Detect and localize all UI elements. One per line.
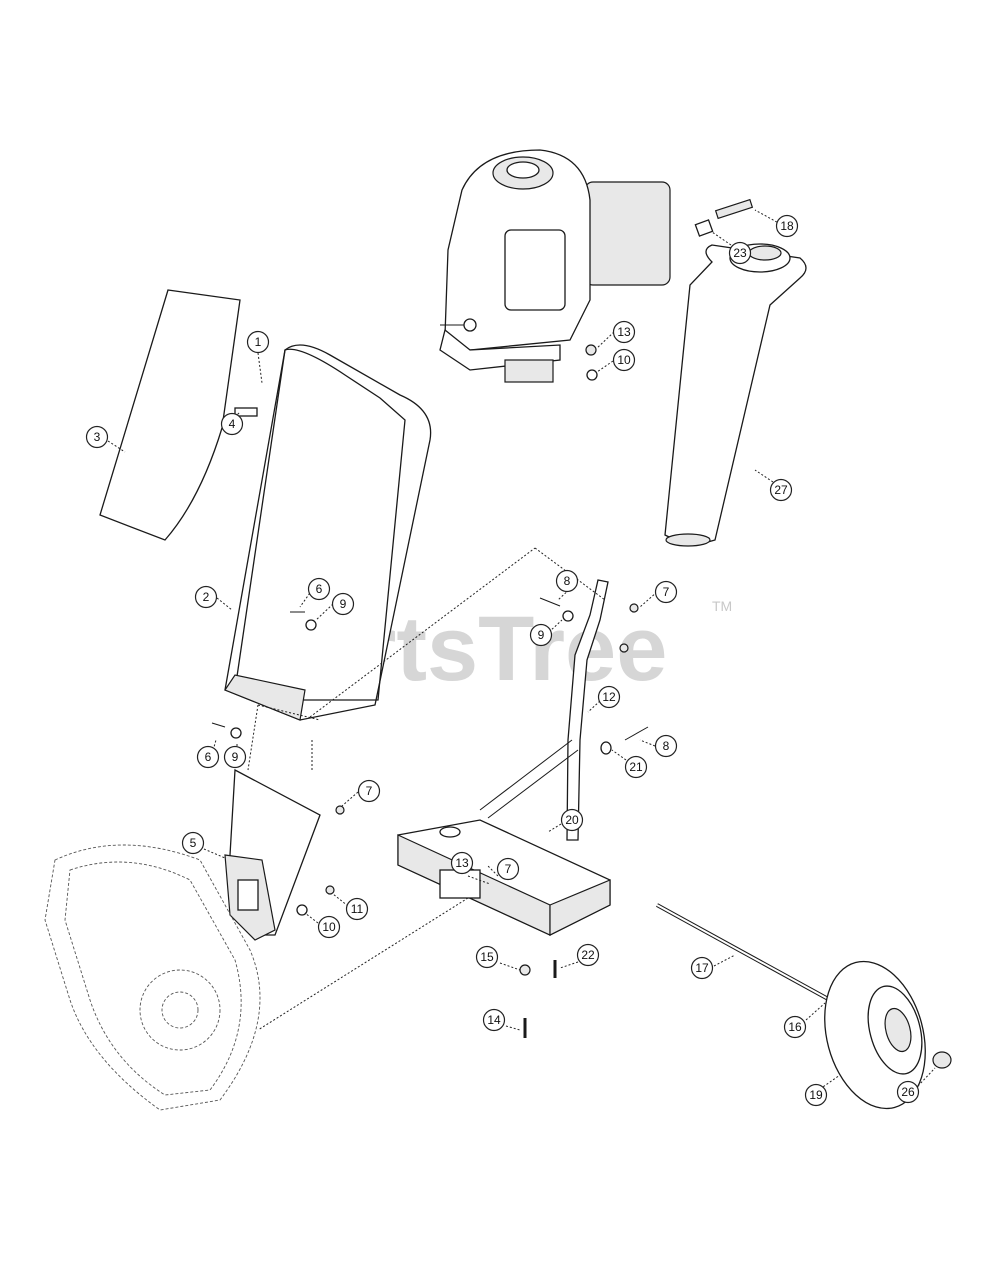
- svg-text:7: 7: [505, 862, 512, 876]
- svg-text:6: 6: [205, 750, 212, 764]
- svg-text:16: 16: [788, 1020, 802, 1034]
- callout-14: 14: [482, 1008, 506, 1032]
- lower-chute-5: [224, 768, 321, 941]
- svg-text:18: 18: [780, 219, 794, 233]
- callout-6a: 6: [307, 577, 331, 601]
- callout-20: 26: [896, 1080, 920, 1104]
- shredder-housing-outline: [44, 844, 261, 1111]
- svg-text:6: 6: [316, 582, 323, 596]
- callout-13a: 13: [612, 320, 636, 344]
- svg-text:13: 13: [455, 856, 469, 870]
- callout-16: 16: [783, 1015, 807, 1039]
- callout-9a: 9: [331, 592, 355, 616]
- svg-text:8: 8: [663, 739, 670, 753]
- svg-text:3: 3: [94, 430, 101, 444]
- svg-text:9: 9: [340, 597, 347, 611]
- axle-17: [656, 903, 831, 1002]
- callout-21: 20: [560, 808, 584, 832]
- svg-text:27: 27: [774, 483, 788, 497]
- callout-8a: 8: [555, 569, 579, 593]
- callout-9b: 9: [223, 745, 247, 769]
- svg-text:19: 19: [809, 1088, 823, 1102]
- callout-6b: 6: [196, 745, 220, 769]
- discharge-chute-27: [664, 243, 807, 547]
- svg-text:10: 10: [322, 920, 336, 934]
- callout-15: 15: [475, 945, 499, 969]
- callout-27: 27: [769, 478, 793, 502]
- callout-3: 3: [85, 425, 109, 449]
- svg-text:4: 4: [229, 417, 236, 431]
- callout-2: 2: [194, 585, 218, 609]
- hopper-2: [224, 344, 432, 721]
- callout-7b: 7: [654, 580, 678, 604]
- callout-19: 19: [804, 1083, 828, 1107]
- callout-26: 23: [728, 241, 752, 265]
- handle-12: [479, 579, 609, 841]
- hopper-cover-3: [99, 289, 241, 541]
- svg-text:9: 9: [538, 628, 545, 642]
- svg-text:8: 8: [564, 574, 571, 588]
- svg-text:11: 11: [351, 902, 364, 916]
- hardware: [211, 198, 754, 1038]
- engine: [439, 149, 671, 383]
- callout-11: 11: [345, 897, 369, 921]
- callout-10a: 10: [317, 915, 341, 939]
- svg-text:13: 13: [617, 325, 631, 339]
- callout-7a: 7: [357, 779, 381, 803]
- svg-text:15: 15: [480, 950, 494, 964]
- svg-text:9: 9: [232, 750, 239, 764]
- svg-text:5: 5: [190, 836, 197, 850]
- callout-12: 12: [597, 685, 621, 709]
- callout-5: 5: [181, 831, 205, 855]
- callout-22: 21: [624, 755, 648, 779]
- callout-7c: 7: [496, 857, 520, 881]
- callout-4: 4: [220, 412, 244, 436]
- callout-8b: 8: [654, 734, 678, 758]
- svg-text:26: 26: [901, 1085, 915, 1099]
- svg-text:22: 22: [581, 948, 595, 962]
- svg-text:2: 2: [203, 590, 210, 604]
- svg-text:1: 1: [255, 335, 262, 349]
- callout-18: 18: [775, 214, 799, 238]
- hub-cap-20: [932, 1051, 952, 1069]
- svg-text:20: 20: [565, 813, 579, 827]
- leader-lines: [107, 209, 936, 1090]
- svg-text:17: 17: [695, 961, 709, 975]
- watermark-tm: TM: [712, 598, 732, 614]
- callout-9c: 9: [529, 623, 553, 647]
- svg-text:14: 14: [487, 1013, 501, 1027]
- wheel-19: [824, 960, 926, 1110]
- hinge-4: [234, 407, 258, 417]
- callout-13b: 13: [450, 851, 474, 875]
- svg-text:23: 23: [733, 246, 747, 260]
- callout-23: 22: [576, 943, 600, 967]
- svg-text:21: 21: [629, 760, 643, 774]
- callout-17: 17: [690, 956, 714, 980]
- svg-text:12: 12: [602, 690, 616, 704]
- callout-1: 1: [246, 330, 270, 354]
- svg-text:7: 7: [663, 585, 670, 599]
- svg-text:7: 7: [366, 784, 373, 798]
- callout-10b: 10: [612, 348, 636, 372]
- svg-text:10: 10: [617, 353, 631, 367]
